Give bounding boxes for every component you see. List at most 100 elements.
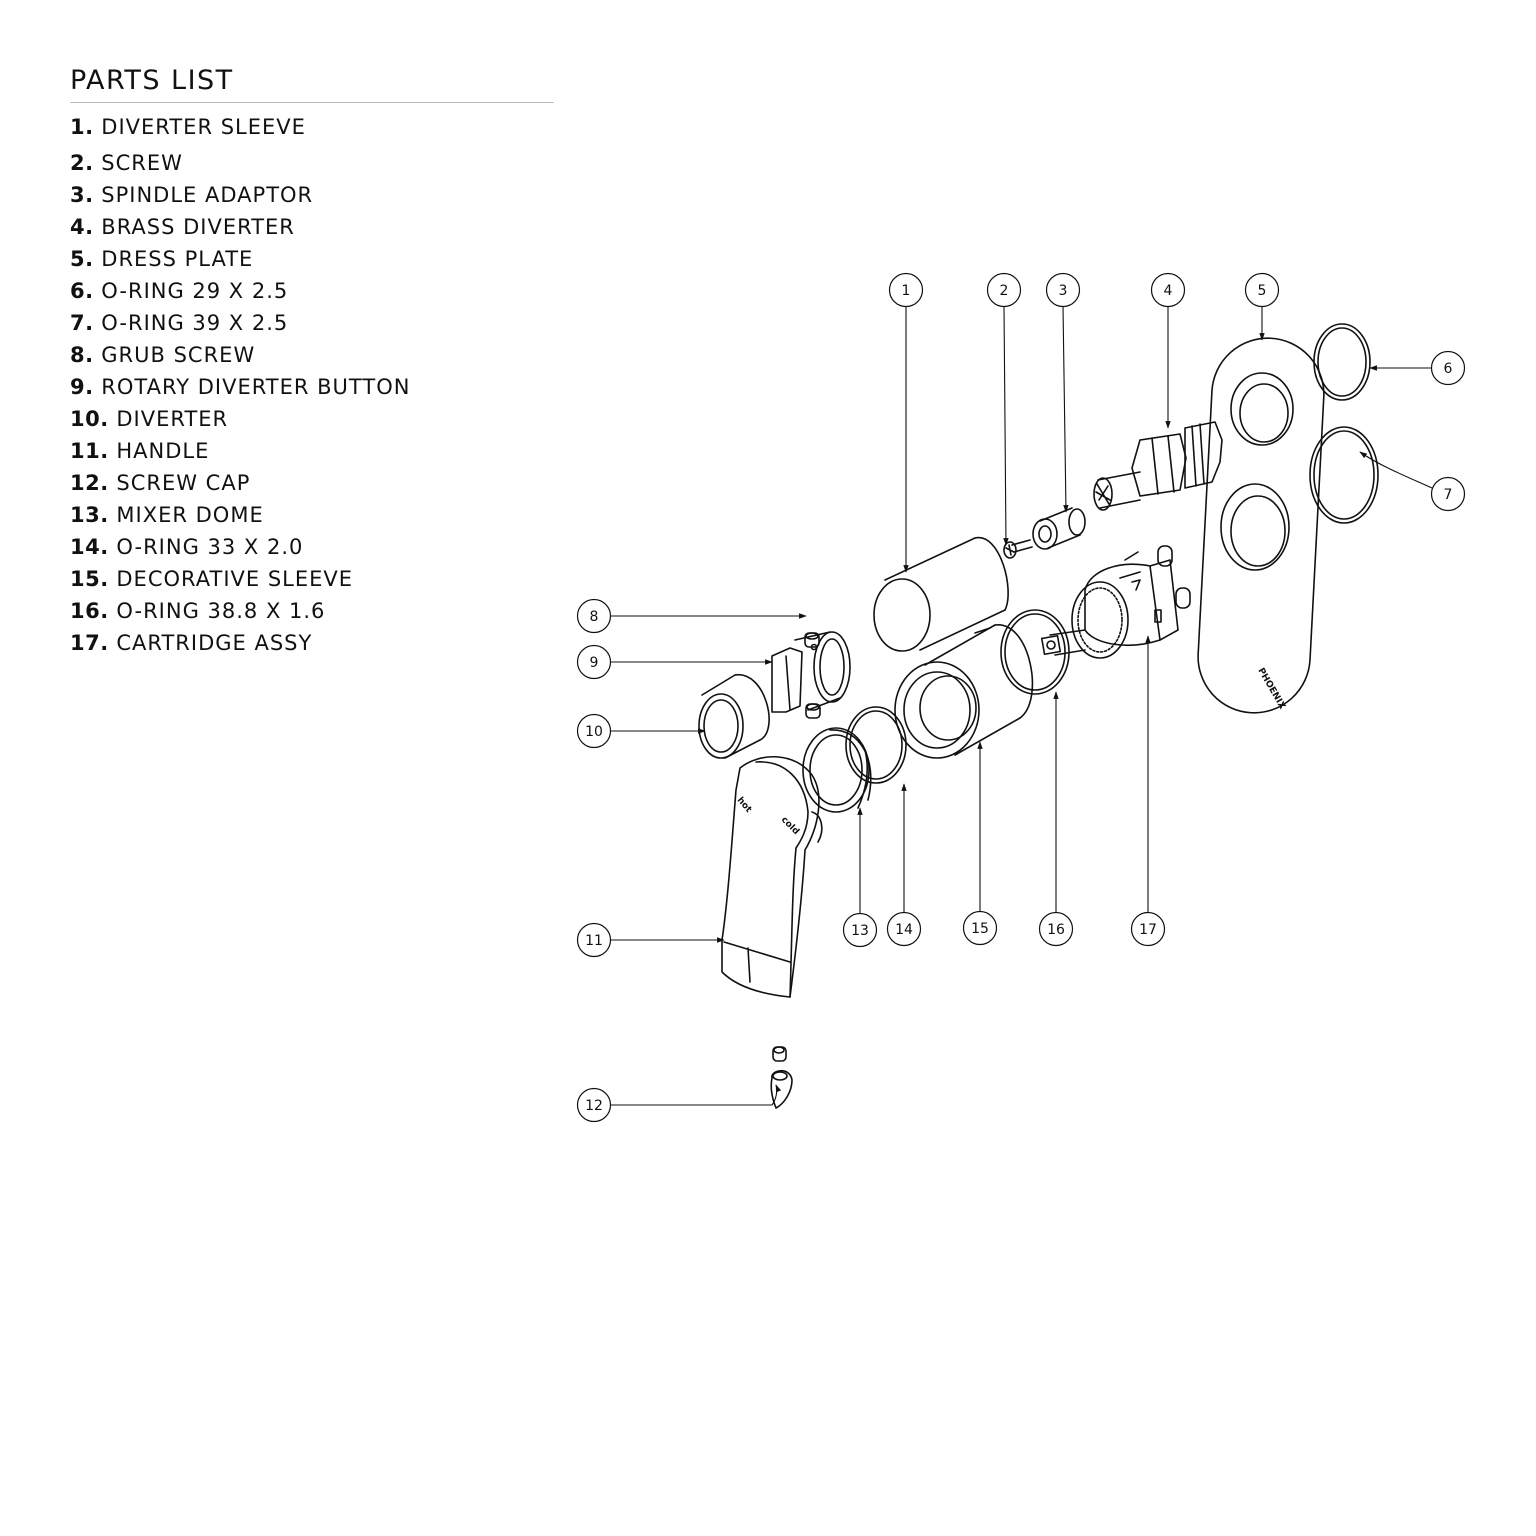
diverter-sleeve-shape (873, 537, 1009, 652)
callout-circle (1150, 272, 1186, 308)
callout-circle (1430, 350, 1466, 386)
parts-list-item: 9. ROTARY DIVERTER BUTTON (70, 371, 554, 403)
part-name: O-RING 33 X 2.0 (116, 535, 304, 559)
callout-8: 8 (576, 598, 612, 634)
handle-cold-label: cold (779, 815, 801, 837)
callout-number: 12 (585, 1098, 603, 1114)
part-name: DIVERTER SLEEVE (101, 115, 306, 139)
part-name: HANDLE (116, 439, 210, 463)
callout-circle (576, 922, 612, 958)
part-number: 14. (70, 535, 109, 559)
parts-list-item: 5. DRESS PLATE (70, 243, 554, 275)
parts-list-item: 3. SPINDLE ADAPTOR (70, 179, 554, 211)
callout-circle (1038, 911, 1074, 947)
callout-circle (576, 1087, 612, 1123)
callout-circle (986, 272, 1022, 308)
plate-brand-text: PHOENIX (1255, 667, 1287, 712)
part-number: 12. (70, 471, 109, 495)
callout-circle (576, 598, 612, 634)
callout-1: 1 (888, 272, 924, 308)
part-name: SPINDLE ADAPTOR (101, 183, 314, 207)
leader-lines (611, 305, 1433, 1106)
callout-number: 11 (585, 933, 603, 949)
parts-list-item: 16. O-RING 38.8 X 1.6 (70, 595, 554, 627)
part-number: 6. (70, 279, 94, 303)
part-number: 15. (70, 567, 109, 591)
callout-circle (842, 912, 878, 948)
callout-circle (576, 644, 612, 680)
callout-number: 9 (590, 655, 599, 671)
parts-list-item: 17. CARTRIDGE ASSY (70, 627, 554, 659)
rotary-diverter-button-shape (771, 631, 851, 713)
part-number: 8. (70, 343, 94, 367)
callout-number: 8 (590, 609, 599, 625)
callout-7: 7 (1430, 476, 1466, 512)
handle-shape: hot cold (721, 756, 823, 998)
cartridge-assy-shape (1040, 545, 1191, 659)
parts-list-item: 1. DIVERTER SLEEVE (70, 111, 554, 143)
parts-list-item: 12. SCREW CAP (70, 467, 554, 499)
part-name: DIVERTER (116, 407, 229, 431)
callout-circle (1045, 272, 1081, 308)
parts-list-item: 10. DIVERTER (70, 403, 554, 435)
callout-9: 9 (576, 644, 612, 680)
callout-13: 13 (842, 912, 878, 948)
parts-list-item: 2. SCREW (70, 147, 554, 179)
callout-number: 14 (895, 922, 913, 938)
part-number: 11. (70, 439, 109, 463)
part-number: 3. (70, 183, 94, 207)
spindle-adaptor-shape (1032, 507, 1086, 550)
part-name: BRASS DIVERTER (101, 215, 295, 239)
callout-16: 16 (1038, 911, 1074, 947)
callout-number: 16 (1047, 922, 1065, 938)
o-ring-14-shape (845, 706, 907, 784)
callout-number: 1 (902, 283, 911, 299)
part-name: SCREW (101, 151, 183, 175)
part-number: 10. (70, 407, 109, 431)
callout-number: 17 (1139, 922, 1157, 938)
callout-number: 6 (1444, 361, 1453, 377)
callout-number: 4 (1164, 283, 1173, 299)
brass-diverter-shape (1093, 421, 1223, 511)
callout-number: 10 (585, 724, 603, 740)
callout-circle (1130, 911, 1166, 947)
part-number: 4. (70, 215, 94, 239)
callout-3: 3 (1045, 272, 1081, 308)
parts-list-item: 8. GRUB SCREW (70, 339, 554, 371)
part-number: 9. (70, 375, 94, 399)
part-name: O-RING 38.8 X 1.6 (116, 599, 326, 623)
part-name: DECORATIVE SLEEVE (116, 567, 354, 591)
callout-10: 10 (576, 713, 612, 749)
parts-list-title: PARTS LIST (70, 62, 554, 103)
screw-cap-shape (770, 1046, 793, 1109)
mixer-dome-shape (802, 727, 872, 813)
part-name: SCREW CAP (116, 471, 251, 495)
part-name: ROTARY DIVERTER BUTTON (101, 375, 411, 399)
callout-6: 6 (1430, 350, 1466, 386)
part-number: 5. (70, 247, 94, 271)
callout-number: 7 (1444, 487, 1453, 503)
part-name: O-RING 29 X 2.5 (101, 279, 289, 303)
callout-11: 11 (576, 922, 612, 958)
callout-number: 13 (851, 923, 869, 939)
callout-12: 12 (576, 1087, 612, 1123)
parts-list-item: 6. O-RING 29 X 2.5 (70, 275, 554, 307)
o-ring-7-shape (1309, 426, 1379, 524)
handle-hot-label: hot (735, 796, 754, 816)
part-name: CARTRIDGE ASSY (116, 631, 313, 655)
part-name: MIXER DOME (116, 503, 264, 527)
callout-circle (888, 272, 924, 308)
callout-circle (576, 713, 612, 749)
decorative-sleeve-shape (894, 624, 1034, 759)
callout-14: 14 (886, 911, 922, 947)
part-number: 2. (70, 151, 94, 175)
callout-5: 5 (1244, 272, 1280, 308)
parts-list-item: 15. DECORATIVE SLEEVE (70, 563, 554, 595)
screw-shape (1003, 539, 1033, 559)
parts-list-item: 4. BRASS DIVERTER (70, 211, 554, 243)
callout-2: 2 (986, 272, 1022, 308)
part-number: 13. (70, 503, 109, 527)
